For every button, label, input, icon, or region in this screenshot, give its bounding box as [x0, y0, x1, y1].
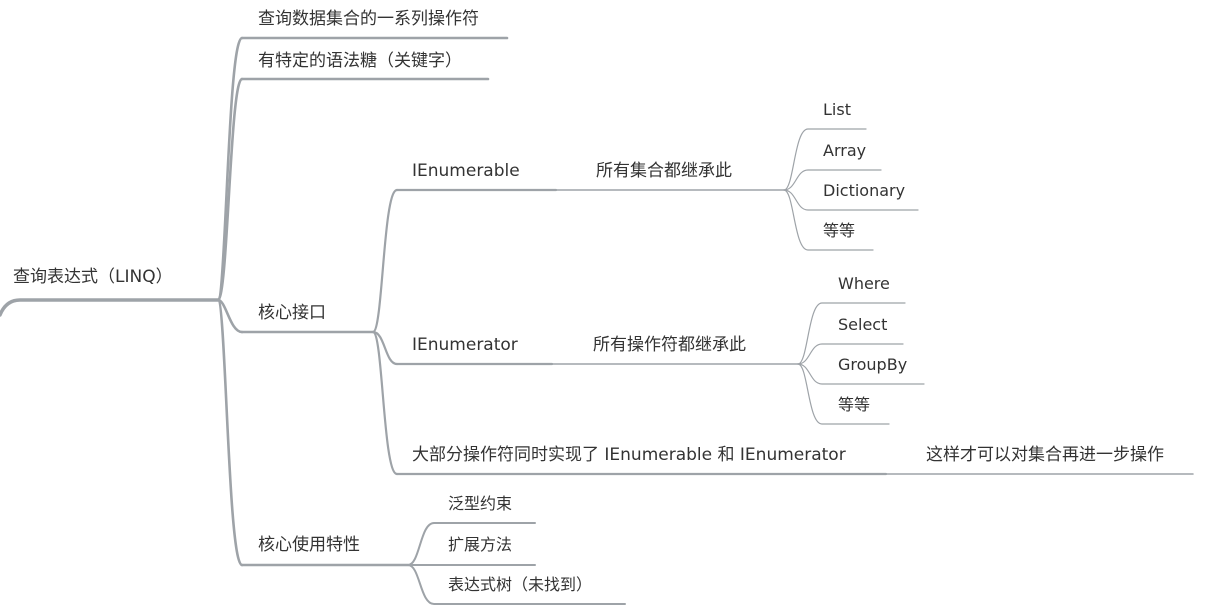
topic-further-operations[interactable]: 这样才可以对集合再进一步操作: [926, 445, 1164, 465]
leaf-expression-trees[interactable]: 表达式树（未找到）: [448, 575, 593, 594]
connector-leaf-a1: [783, 169, 882, 191]
connector-leaf-b0: [797, 302, 906, 365]
topic-both-interfaces[interactable]: 大部分操作符同时实现了 IEnumerable 和 IEnumerator: [412, 445, 846, 465]
topic-syntax-sugar[interactable]: 有特定的语法糖（关键字）: [258, 51, 462, 71]
leaf-generic-constraints[interactable]: 泛型约束: [448, 494, 513, 513]
connector-b2-c1: [371, 330, 399, 366]
leaf-etc-operators[interactable]: 等等: [838, 395, 871, 414]
root-underline: [0, 298, 220, 317]
topic-ienumerator[interactable]: IEnumerator: [412, 335, 518, 355]
connector-leaf-b1: [797, 343, 904, 365]
leaf-extension-methods[interactable]: 扩展方法: [448, 535, 513, 554]
leaf-array[interactable]: Array: [823, 141, 867, 160]
topic-core-features[interactable]: 核心使用特性: [258, 535, 360, 555]
leaf-dictionary[interactable]: Dictionary: [823, 181, 906, 200]
leaf-where[interactable]: Where: [838, 274, 890, 293]
connector-b2-c0: [371, 188, 399, 334]
connector-leaf-f0: [407, 522, 536, 566]
connector-root-b1: [216, 77, 244, 302]
topic-all-collections-inherit[interactable]: 所有集合都继承此: [596, 161, 732, 181]
connector-root-b3: [216, 298, 244, 567]
connector-leaf-b2: [797, 363, 925, 385]
connector-leaf-a0: [783, 128, 867, 191]
topic-ienumerable[interactable]: IEnumerable: [412, 161, 520, 181]
topic-all-operators-inherit[interactable]: 所有操作符都继承此: [593, 335, 746, 355]
connector-leaf-b3: [797, 363, 890, 425]
root-topic[interactable]: 查询表达式（LINQ）: [13, 267, 173, 287]
leaf-etc-collections[interactable]: 等等: [823, 221, 856, 240]
topic-query-operators[interactable]: 查询数据集合的一系列操作符: [258, 9, 479, 29]
connector-root-b2: [216, 298, 244, 334]
connector-b2-c2: [371, 330, 399, 476]
topic-core-interfaces[interactable]: 核心接口: [258, 303, 326, 323]
leaf-list[interactable]: List: [823, 100, 851, 119]
leaf-select[interactable]: Select: [838, 315, 888, 334]
leaf-groupby[interactable]: GroupBy: [838, 355, 908, 374]
connector-leaf-a2: [783, 189, 919, 211]
connector-leaf-a3: [783, 189, 874, 251]
connector-leaf-f2: [407, 564, 626, 605]
